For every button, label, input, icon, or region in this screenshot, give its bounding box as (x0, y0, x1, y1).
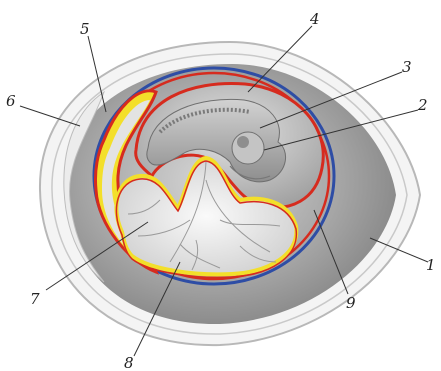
label-6: 6 (6, 92, 16, 110)
label-5: 5 (80, 20, 90, 38)
labels: 1 2 3 4 5 6 7 8 9 (6, 10, 436, 371)
air-cell (63, 90, 106, 283)
embryo (146, 98, 286, 183)
label-8: 8 (124, 354, 134, 371)
label-3: 3 (402, 58, 412, 76)
label-2: 2 (417, 96, 428, 114)
yolk-sac (114, 155, 299, 279)
label-7: 7 (30, 290, 40, 308)
leader-lines (19, 25, 429, 357)
label-1: 1 (426, 256, 436, 274)
label-4: 4 (309, 10, 320, 28)
yolk-vessels (127, 161, 281, 271)
label-9: 9 (346, 294, 356, 312)
